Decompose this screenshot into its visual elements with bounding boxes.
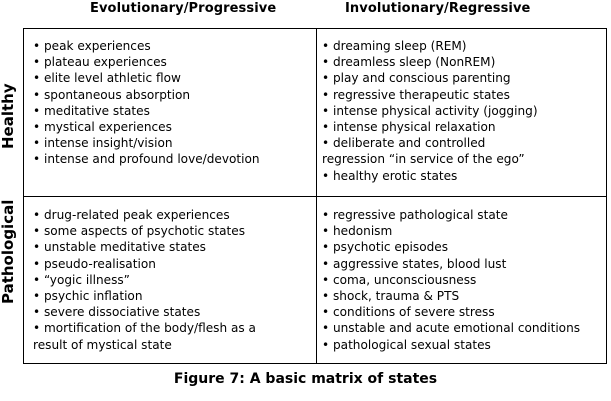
cell-line: • hedonism xyxy=(322,224,393,239)
cell-line: • regressive pathological state xyxy=(322,208,508,222)
cell-line: • intense physical relaxation xyxy=(322,120,496,135)
cell-line: • pseudo-realisation xyxy=(33,256,156,271)
figure-caption: Figure 7: A basic matrix of states xyxy=(173,371,438,387)
column-header-evolutionary: Evolutionary/Progressive xyxy=(90,1,277,16)
cell-line: • coma, unconsciousness xyxy=(322,272,477,287)
row-header-pathological: Pathological xyxy=(0,199,17,304)
cell-line: • intense physical activity (jogging) xyxy=(322,103,538,118)
cell-line: • shock, trauma & PTS xyxy=(322,289,460,304)
cell-pathological-involutionary: • regressive pathological state • hedonis… xyxy=(322,207,580,353)
cell-line: • elite level athletic flow xyxy=(33,71,181,86)
cell-line: • unstable meditative states xyxy=(33,240,206,255)
cell-line: • some aspects of psychotic states xyxy=(33,224,245,239)
cell-line: • intense and profound love/devotion xyxy=(33,152,260,167)
cell-line: • mortification of the body/flesh as a xyxy=(33,321,256,336)
cell-line: • “yogic illness” xyxy=(33,272,130,287)
cell-line: • severe dissociative states xyxy=(33,305,201,320)
cell-line: • plateau experiences xyxy=(33,55,167,70)
cell-line: • mystical experiences xyxy=(33,120,172,135)
cell-line: • unstable and acute emotional condition… xyxy=(322,321,581,336)
column-header-involutionary: Involutionary/Regressive xyxy=(345,1,531,16)
cell-line: • play and conscious parenting xyxy=(322,71,511,86)
cell-line: • spontaneous absorption xyxy=(33,87,191,102)
cell-line: • healthy erotic states xyxy=(322,168,458,183)
cell-line: • dreamless sleep (NonREM) xyxy=(322,55,496,70)
cell-line: • pathological sexual states xyxy=(322,337,491,352)
cell-line: • intense insight/vision xyxy=(33,136,173,151)
row-header-healthy: Healthy xyxy=(0,83,17,149)
cell-line: • psychotic episodes xyxy=(322,240,449,255)
cell-line: regression “in service of the ego” xyxy=(322,152,525,167)
cell-healthy-involutionary: • dreaming sleep (REM) • dreamless sleep … xyxy=(322,38,538,184)
cell-pathological-evolutionary: • drug-related peak experiences • some as… xyxy=(33,207,256,353)
cell-line: • dreaming sleep (REM) xyxy=(322,39,467,53)
cell-line: • deliberate and controlled xyxy=(322,136,486,151)
cell-line: • drug-related peak experiences xyxy=(33,208,230,222)
cell-line: result of mystical state xyxy=(33,337,172,352)
cell-line: • aggressive states, blood lust xyxy=(322,256,507,271)
row-divider xyxy=(23,196,607,197)
cell-line: • regressive therapeutic states xyxy=(322,87,510,102)
cell-line: • peak experiences xyxy=(33,39,151,53)
cell-line: • psychic inflation xyxy=(33,289,143,304)
cell-line: • meditative states xyxy=(33,103,150,118)
cell-line: • conditions of severe stress xyxy=(322,305,495,320)
cell-healthy-evolutionary: • peak experiences• plateau experiences•… xyxy=(33,38,260,168)
